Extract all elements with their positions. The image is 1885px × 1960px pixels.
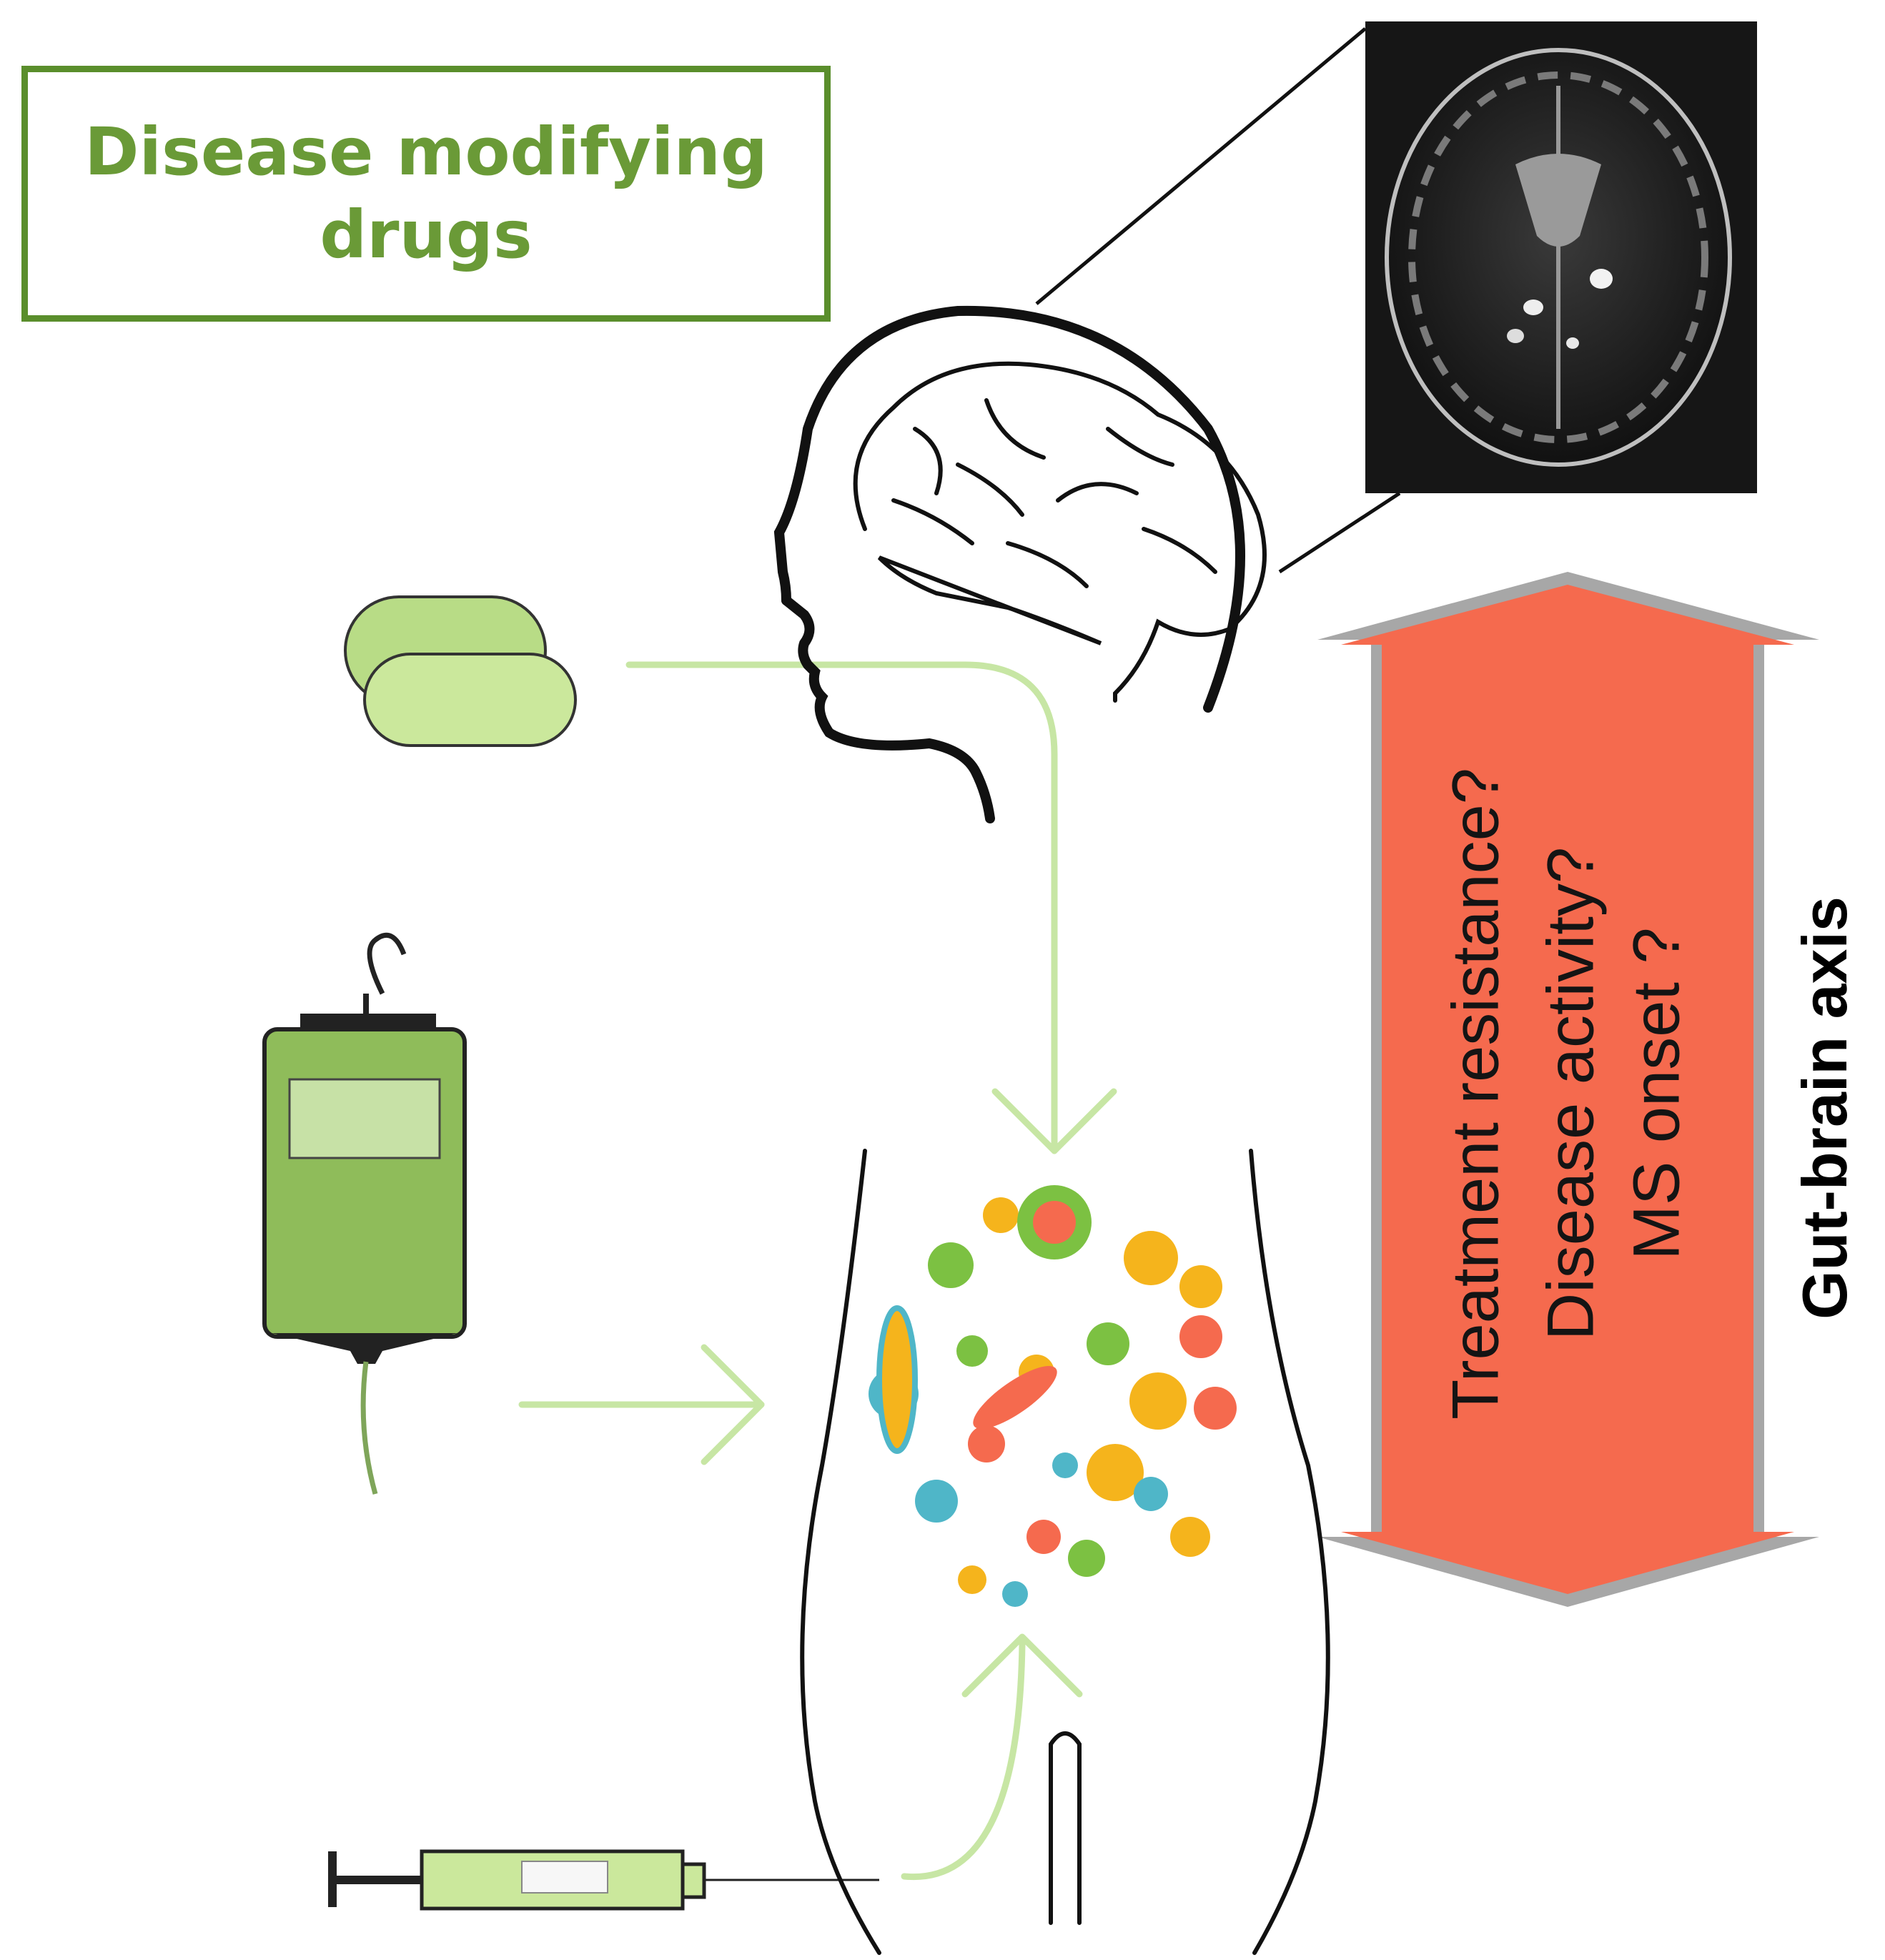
- syringe-icon: [328, 1849, 879, 1911]
- gut-microbiome-icon: [869, 1185, 1242, 1607]
- oral-route-arrow: [625, 661, 1058, 1154]
- iv-route-arrowhead: [701, 1344, 765, 1465]
- title-line-2: drugs: [320, 197, 533, 273]
- gut-brain-axis-label: Gut-brain axis: [1789, 896, 1860, 1320]
- question-disease-activity: Disease activity?: [1534, 846, 1608, 1341]
- title-line-1: Disease modifying: [84, 114, 768, 190]
- route-arrows: [518, 661, 1117, 1881]
- title-text: Disease modifying drugs: [84, 111, 768, 277]
- torso-outline-icon: [800, 1149, 1330, 1955]
- human-head-icon: [773, 305, 1245, 823]
- question-ms-onset: MS onset ?: [1620, 927, 1693, 1260]
- injection-route-arrow: [901, 1640, 1026, 1881]
- injection-route-arrowhead: [961, 1633, 1083, 1698]
- iv-bag-icon: [262, 932, 467, 1495]
- title-box: Disease modifying drugs: [21, 66, 831, 322]
- mri-scan-image: [1365, 21, 1757, 493]
- pills-icon: [344, 595, 577, 747]
- brain-icon: [853, 361, 1267, 703]
- question-treatment-resistance: Treatment resistance?: [1439, 768, 1513, 1420]
- mri-connector-lines: [1035, 27, 1401, 574]
- oral-route-arrowhead: [991, 1088, 1117, 1154]
- gut-brain-double-arrow: [1317, 572, 1819, 1607]
